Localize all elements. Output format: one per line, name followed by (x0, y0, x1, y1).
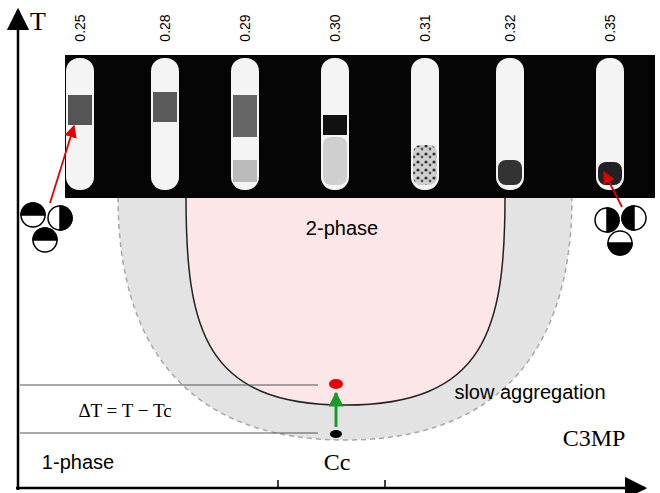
c-axis (16, 487, 645, 490)
state-point (330, 430, 342, 438)
concentration-value: 0.29 (238, 14, 252, 41)
pointer-arrow (50, 126, 74, 203)
quench-depth-label: ΔT = T − Tc (78, 401, 171, 420)
concentration-value: 0.32 (503, 14, 517, 41)
particle-icon (21, 203, 72, 252)
region-label: 2-phase (306, 218, 378, 238)
guide-line (20, 385, 318, 386)
critical-concentration: Cc (324, 450, 351, 474)
tick (277, 480, 279, 488)
concentration-value: 0.25 (73, 14, 87, 41)
t-axis (17, 10, 20, 490)
concentration-value: 0.31 (418, 14, 432, 41)
particle-icon (595, 206, 646, 255)
tick (384, 480, 386, 488)
region-label: 1-phase (42, 452, 114, 472)
two-phase-region (186, 197, 505, 405)
concentration-value: 0.28 (158, 14, 172, 41)
photo-panel (65, 55, 655, 198)
state-point (329, 379, 343, 389)
test-tubes (66, 58, 624, 190)
pointer-arrow (604, 172, 622, 207)
axis-label: C3MP (563, 426, 626, 450)
concentration-value: 0.35 (603, 14, 617, 41)
quench-arrow (335, 393, 338, 427)
axis-label: T (30, 9, 46, 35)
concentration-value: 0.30 (328, 14, 342, 41)
guide-line (20, 433, 318, 434)
region-label: slow aggregation (454, 382, 605, 402)
aggregation-band (118, 197, 572, 440)
